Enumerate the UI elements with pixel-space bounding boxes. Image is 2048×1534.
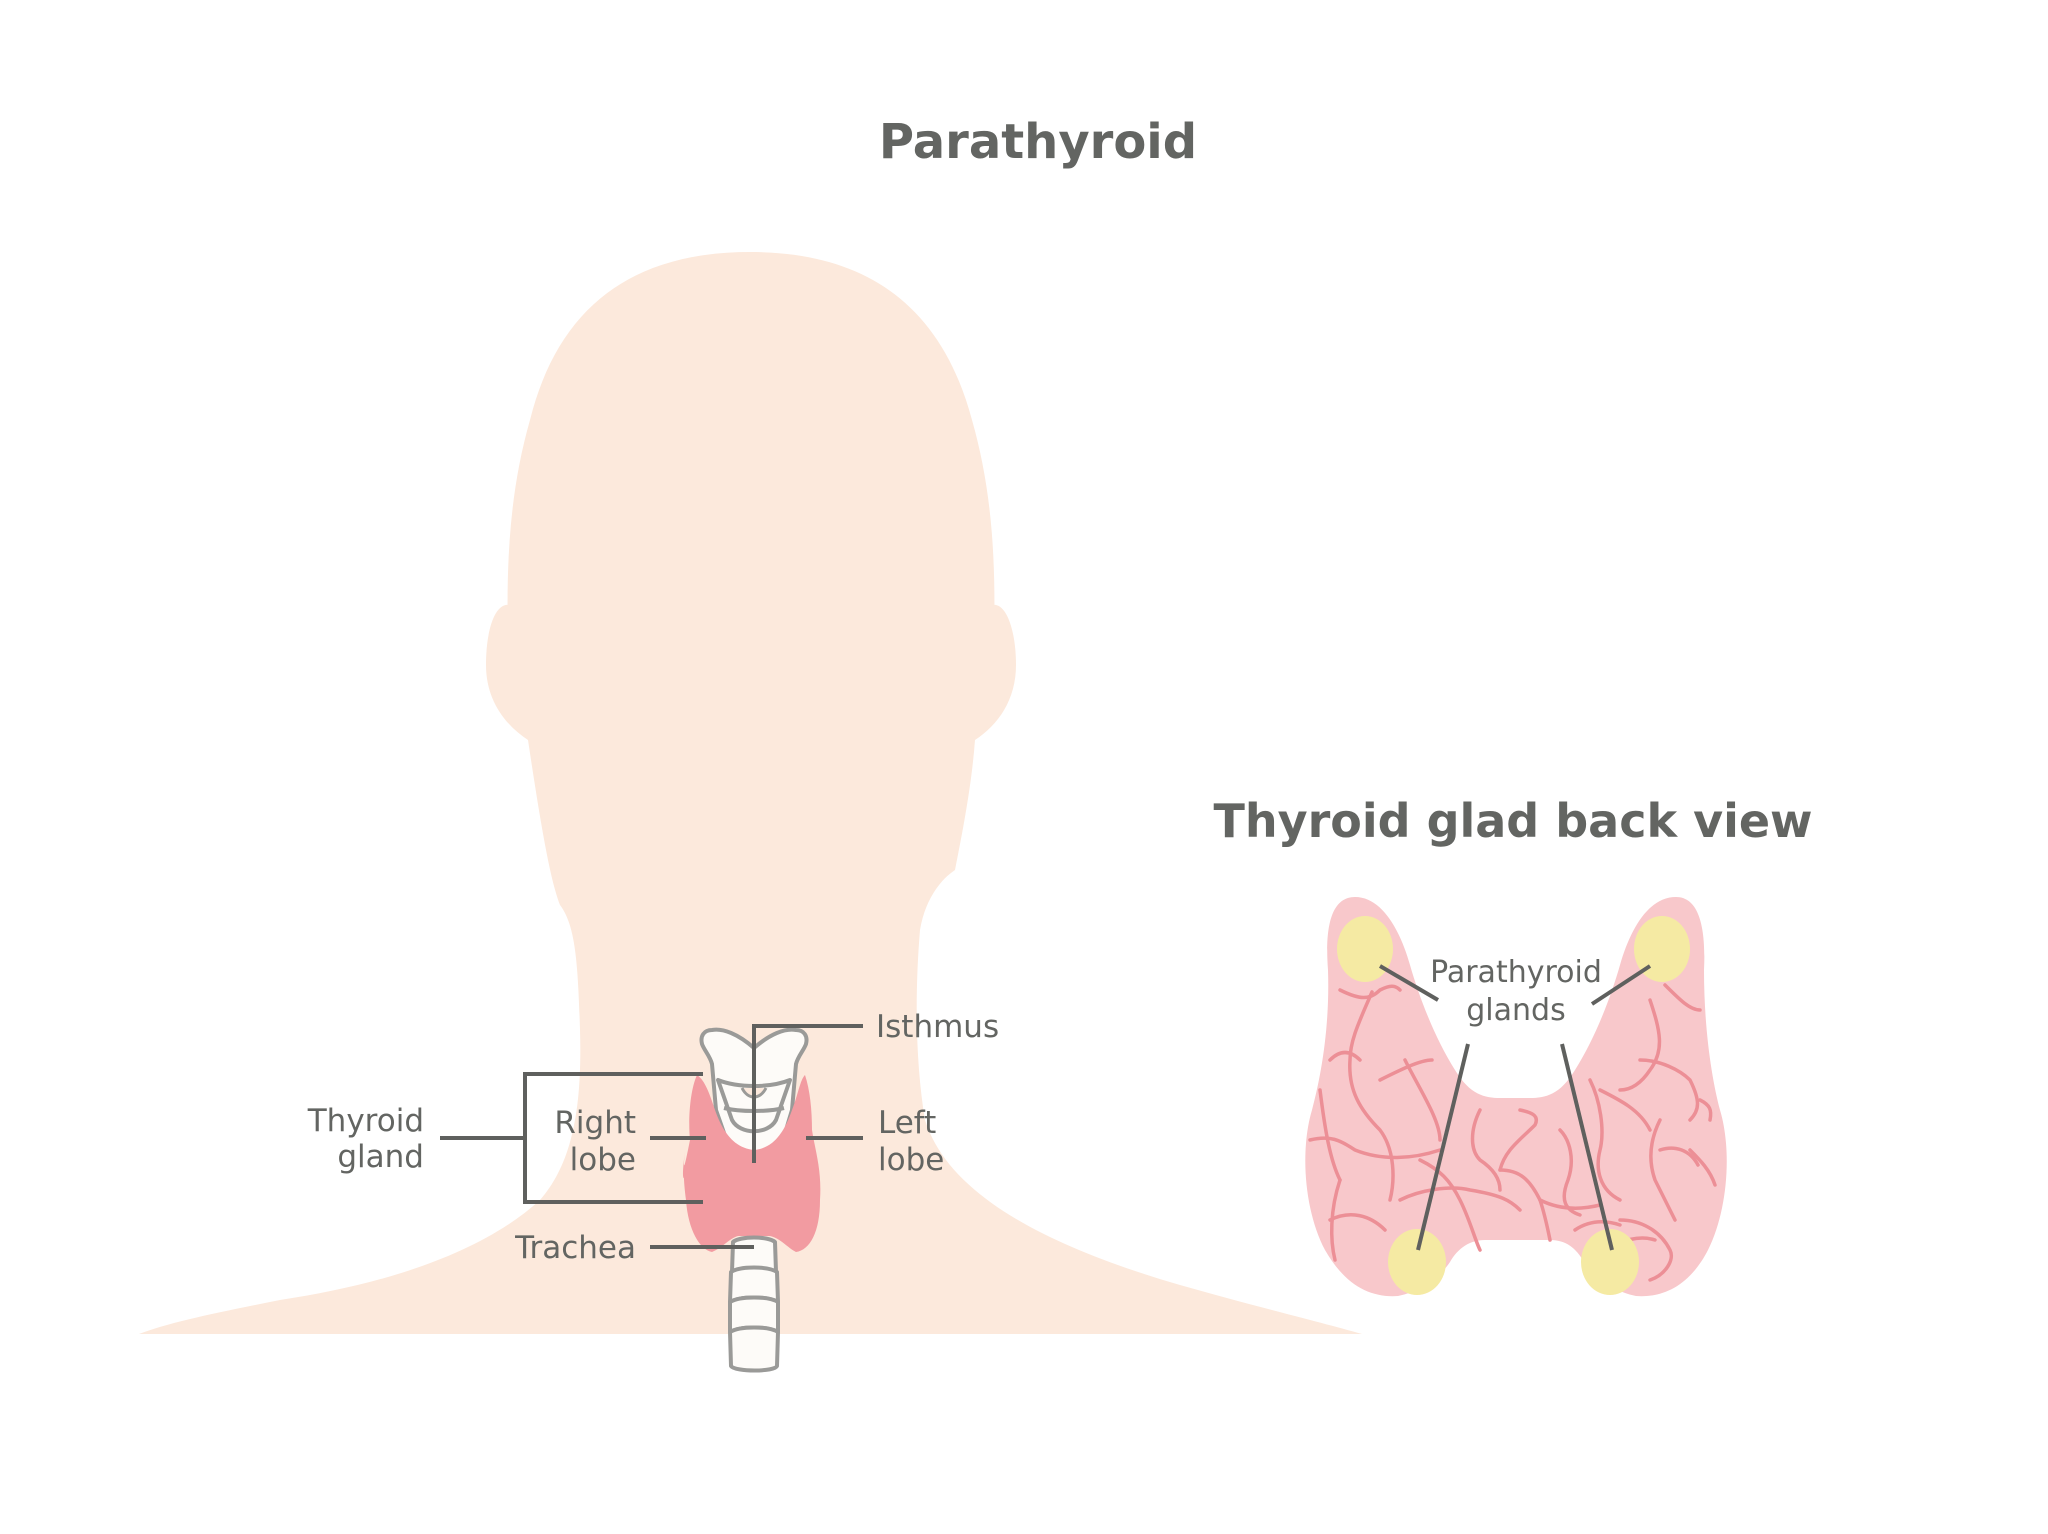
parathyroid-glands-label-line2: glands xyxy=(1466,993,1565,1028)
front-view-leader-lines xyxy=(440,1024,863,1249)
page-title: Parathyroid xyxy=(879,114,1197,170)
trachea-illustration xyxy=(728,1235,780,1373)
parathyroid-gland-lower-right xyxy=(1581,1229,1639,1295)
isthmus-label: Isthmus xyxy=(876,1009,999,1045)
thyroid-gland-front xyxy=(682,1075,821,1252)
back-view-leader-lines xyxy=(1378,964,1652,1251)
right-lobe-label-line1: Right xyxy=(554,1105,636,1141)
blood-vessels xyxy=(1308,983,1717,1282)
parathyroid-gland-upper-left xyxy=(1337,916,1393,982)
left-lobe-label-line1: Left xyxy=(878,1105,936,1141)
thyroid-back-view-illustration xyxy=(1305,897,1727,1297)
trachea-label: Trachea xyxy=(514,1230,636,1266)
head-silhouette xyxy=(139,252,1362,1334)
parathyroid-glands-label-line1: Parathyroid xyxy=(1430,955,1602,990)
left-lobe-label-line2: lobe xyxy=(878,1142,944,1178)
back-view-title: Thyroid glad back view xyxy=(1213,794,1812,848)
right-lobe-label-line2: lobe xyxy=(570,1142,636,1178)
thyroid-gland-label-line1: Thyroid xyxy=(307,1103,424,1139)
thyroid-gland-label-line2: gland xyxy=(337,1139,424,1175)
parathyroid-gland-lower-left xyxy=(1388,1229,1446,1295)
